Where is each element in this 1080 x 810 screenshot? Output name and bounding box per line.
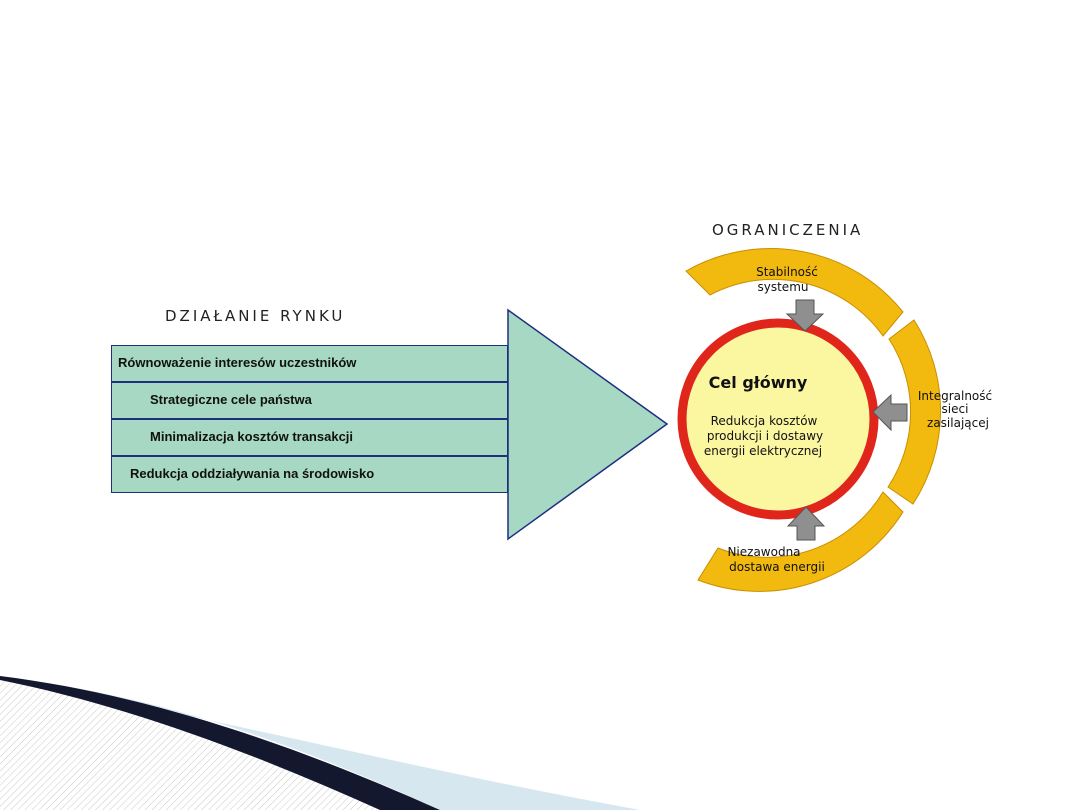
ribbon-dark-stroke <box>0 676 440 810</box>
segment-bottom-line-2: dostawa energii <box>729 560 825 574</box>
segment-top-line-1: Stabilność <box>756 265 818 279</box>
market-row-4: Redukcja oddziaływania na środowisko <box>111 456 508 493</box>
segment-right-line-2: sieci <box>942 402 969 416</box>
goal-line-2: produkcji i dostawy <box>707 429 823 443</box>
goal-line-1: Redukcja kosztów <box>711 414 818 428</box>
goal-circle <box>677 318 879 520</box>
market-row-3: Minimalizacja kosztów transakcji <box>111 419 508 456</box>
market-row-label: Redukcja oddziaływania na środowisko <box>130 466 375 481</box>
market-title: DZIAŁANIE RYNKU <box>165 307 346 325</box>
market-row-1: Równoważenie interesów uczestników <box>111 345 508 382</box>
market-row-2: Strategiczne cele państwa <box>111 382 508 419</box>
goal-line-3: energii elektrycznej <box>704 444 822 458</box>
constraints-title: OGRANICZENIA <box>712 221 864 239</box>
market-row-label: Równoważenie interesów uczestników <box>118 355 357 370</box>
market-row-label: Strategiczne cele państwa <box>150 392 312 407</box>
ring-segment-right <box>887 319 942 505</box>
segment-bottom-line-1: Niezawodna <box>727 545 800 559</box>
ring-segment-bottom <box>697 491 904 592</box>
market-row-label: Minimalizacja kosztów transakcji <box>150 429 354 444</box>
ring-segment-top <box>685 248 904 337</box>
arrow-from-bottom <box>786 506 826 541</box>
arrow-from-right <box>872 393 908 432</box>
segment-top-line-2: systemu <box>758 280 809 294</box>
segment-right-line-1: Integralność <box>918 389 992 403</box>
arrow-from-top <box>785 299 825 332</box>
goal-title: Cel główny <box>709 373 808 392</box>
segment-right-line-3: zasilającej <box>927 416 989 430</box>
